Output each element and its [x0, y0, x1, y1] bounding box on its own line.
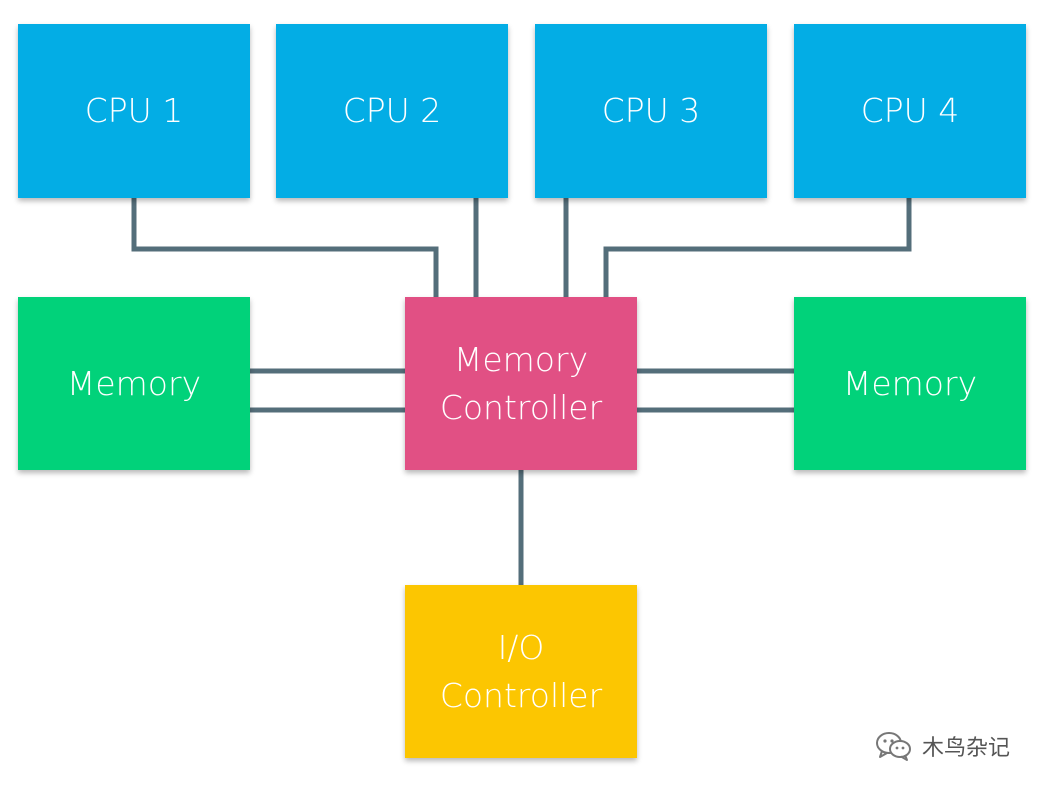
wechat-icon: [874, 730, 914, 762]
memory-left-label: Memory: [66, 363, 202, 403]
memory-controller-label-line2: Controller: [439, 387, 603, 427]
memory-left-box: Memory: [18, 297, 250, 470]
io-controller-label-line2: Controller: [439, 675, 603, 715]
memory-controller-box: Memory Controller: [405, 297, 637, 470]
memory-right-label: Memory: [842, 363, 978, 403]
io-controller-box: I/O Controller: [405, 585, 637, 758]
cpu-2-label: CPU 2: [342, 91, 442, 130]
watermark-text: 木鸟杂记: [922, 736, 1011, 761]
connector-cpu1-mc: [131, 198, 439, 297]
cpu-1-box: CPU 1: [18, 24, 250, 198]
cpu-2-box: CPU 2: [276, 24, 508, 198]
cpu-4-box: CPU 4: [794, 24, 1026, 198]
cpu-3-label: CPU 3: [601, 91, 701, 130]
cpu-4-label: CPU 4: [860, 91, 960, 130]
memory-controller-label-line1: Memory: [453, 339, 589, 379]
cpu-1-label: CPU 1: [84, 91, 184, 130]
cpu-3-box: CPU 3: [535, 24, 767, 198]
connector-cpu4-mc: [603, 198, 912, 297]
io-controller-label-line1: I/O: [497, 627, 545, 667]
watermark: 木鸟杂记: [874, 730, 1010, 762]
memory-right-box: Memory: [794, 297, 1026, 470]
